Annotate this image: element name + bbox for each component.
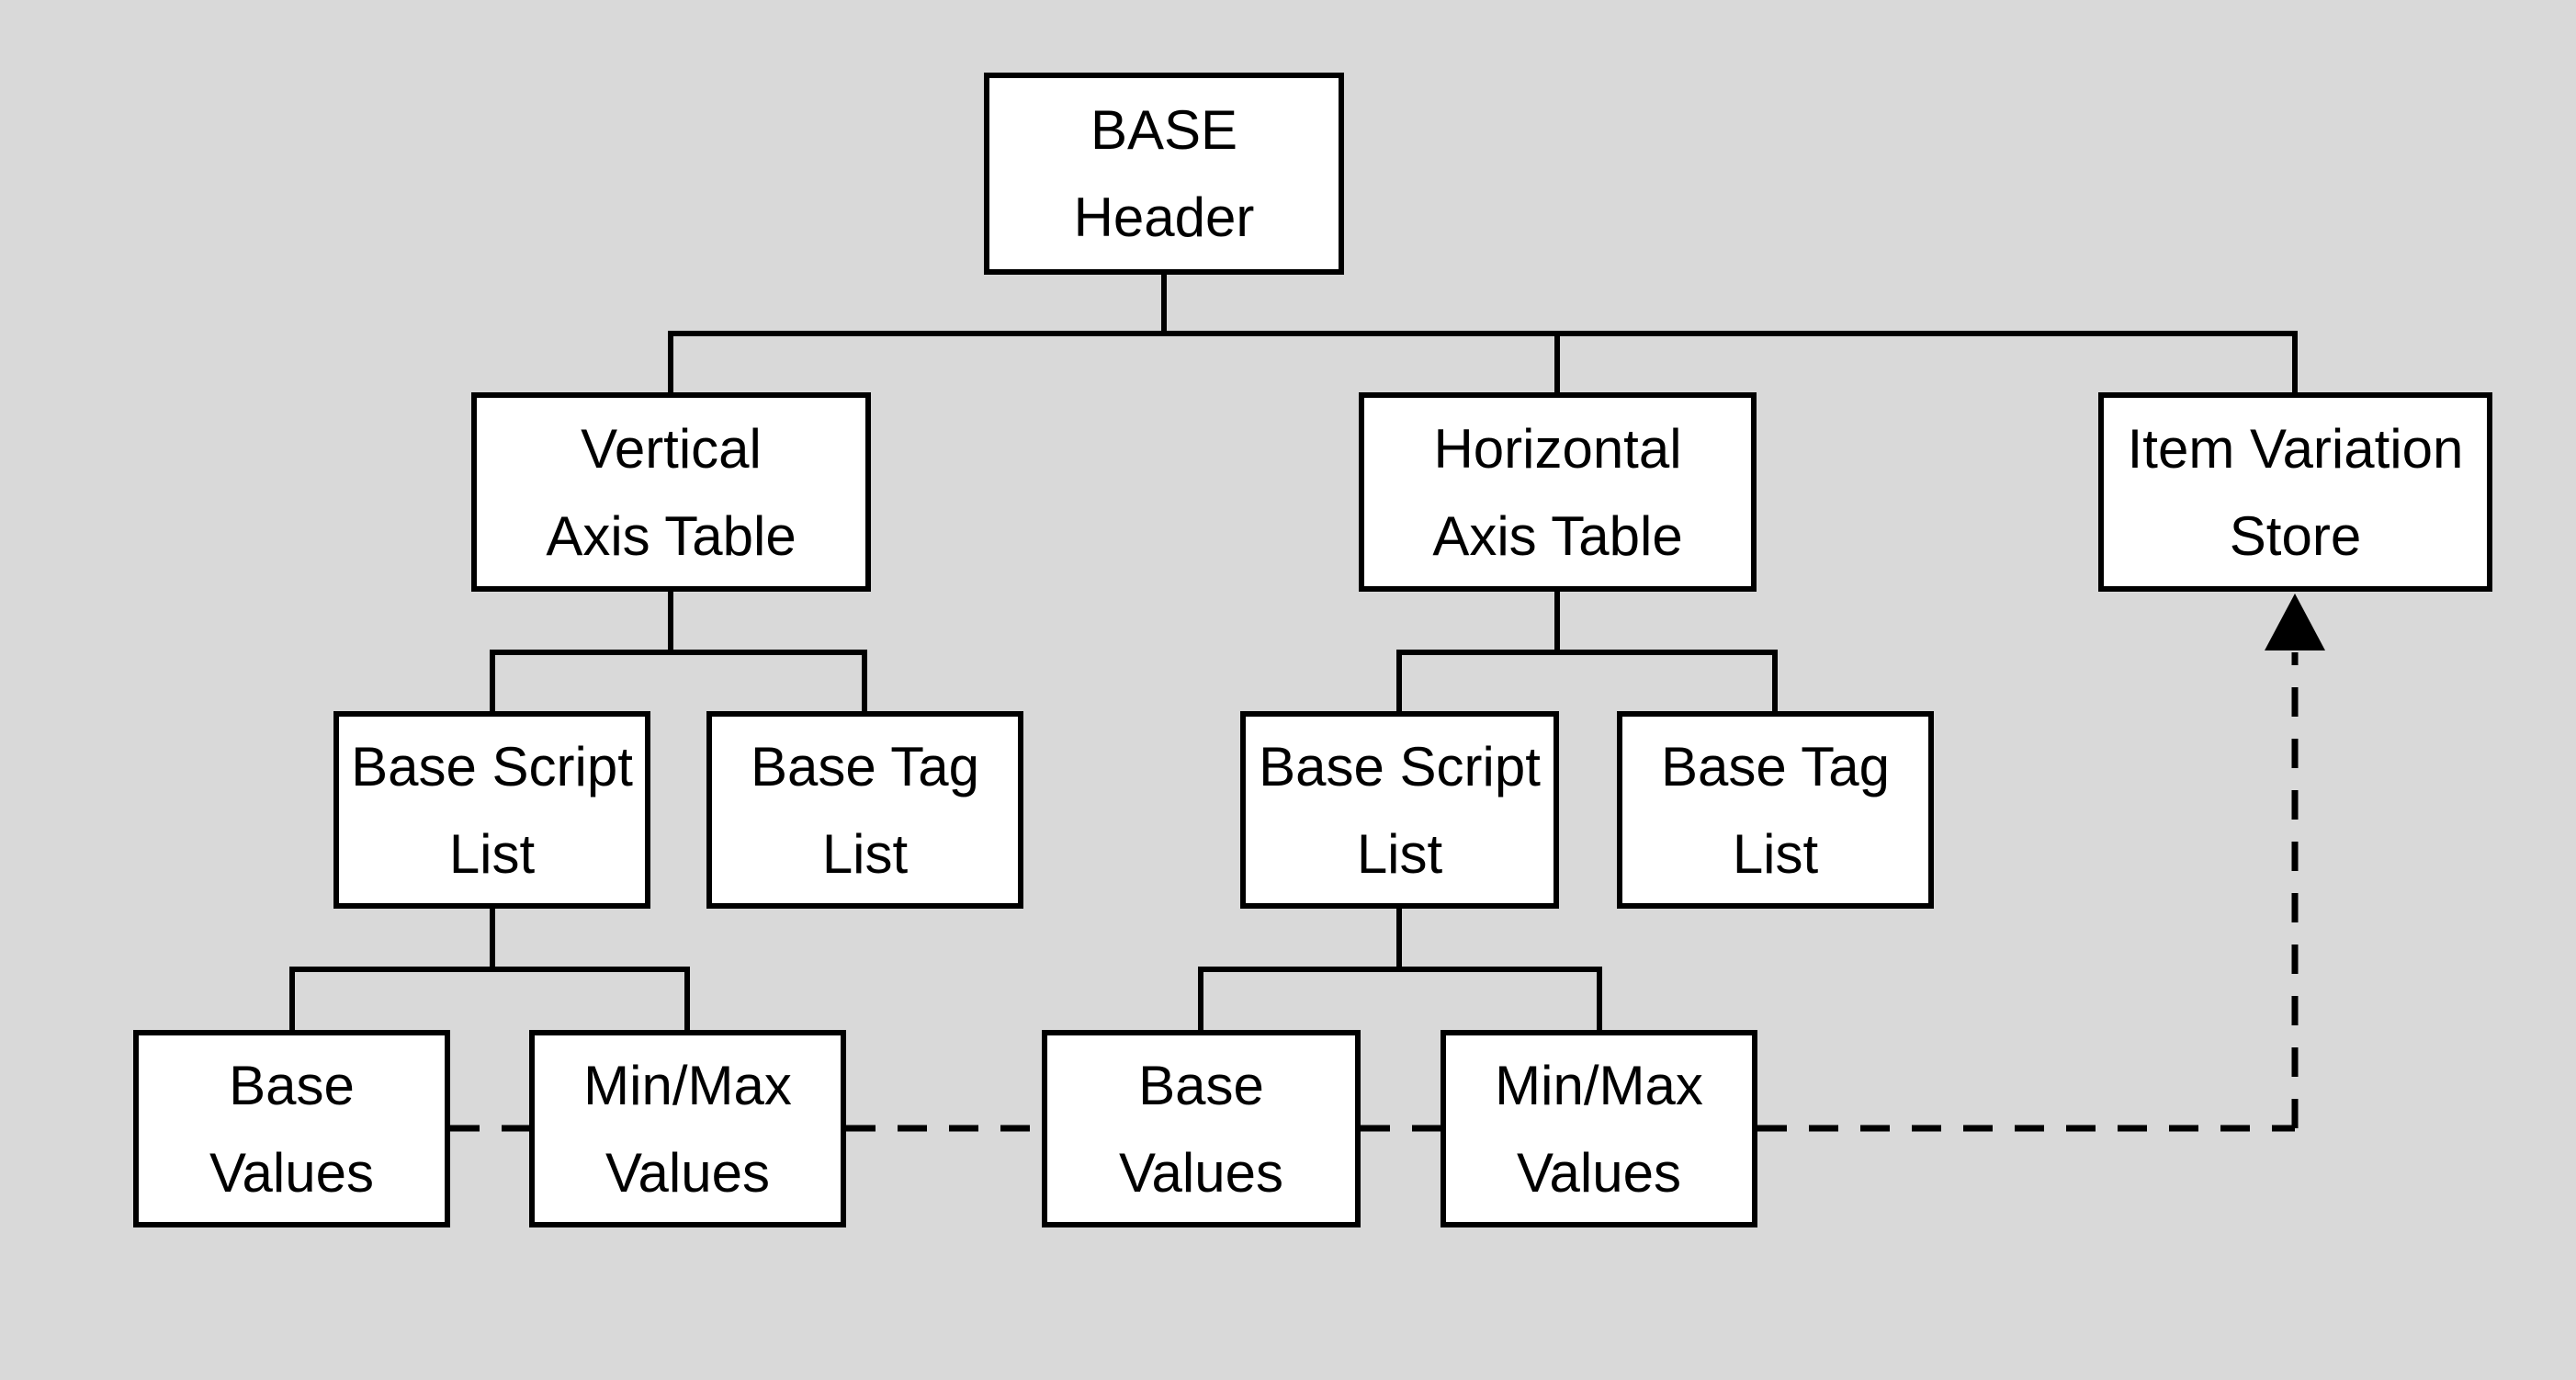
node-vertical-base-script-list: Base Script List [333, 711, 650, 909]
node-label-line: Base Script [1259, 735, 1541, 797]
node-base-header: BASE Header [984, 73, 1344, 275]
node-label-line: List [448, 822, 536, 885]
node-vertical-base-values: Base Values [133, 1030, 450, 1227]
node-label-line: Min/Max [583, 1054, 792, 1116]
node-horizontal-base-values: Base Values [1042, 1030, 1361, 1227]
node-label-line: List [821, 822, 909, 885]
node-label-line: Item Variation [2127, 417, 2464, 480]
solid-tree-connectors [289, 272, 2298, 1030]
node-label-line: Values [1516, 1141, 1681, 1204]
node-vertical-base-tag-list: Base Tag List [706, 711, 1023, 909]
node-vertical-minmax-values: Min/Max Values [529, 1030, 846, 1227]
node-label-line: Min/Max [1495, 1054, 1703, 1116]
node-label-line: Base Tag [1660, 735, 1891, 797]
node-horizontal-base-tag-list: Base Tag List [1617, 711, 1934, 909]
node-label-line: Axis Table [1432, 504, 1683, 567]
node-horizontal-base-script-list: Base Script List [1240, 711, 1559, 909]
node-label-line: Base [229, 1054, 355, 1116]
node-horizontal-minmax-values: Min/Max Values [1441, 1030, 1757, 1227]
node-label-line: Values [1118, 1141, 1283, 1204]
node-label-line: Horizontal [1433, 417, 1682, 480]
node-label-line: Header [1073, 187, 1255, 248]
node-label-line: Vertical [581, 417, 762, 480]
node-horizontal-axis-table: Horizontal Axis Table [1359, 392, 1757, 592]
node-label-line: BASE [1090, 99, 1238, 161]
node-vertical-axis-table: Vertical Axis Table [471, 392, 871, 592]
node-label-line: Values [209, 1141, 374, 1204]
arrowhead-up-icon [2265, 594, 2325, 650]
node-label-line: Base Script [351, 735, 633, 797]
node-label-line: List [1732, 822, 1819, 885]
node-item-variation-store: Item Variation Store [2098, 392, 2492, 592]
node-label-line: List [1356, 822, 1443, 885]
node-label-line: Values [604, 1141, 770, 1204]
node-label-line: Store [2229, 504, 2362, 567]
node-label-line: Base [1138, 1054, 1264, 1116]
node-label-line: Axis Table [546, 504, 797, 567]
node-label-line: Base Tag [750, 735, 980, 797]
